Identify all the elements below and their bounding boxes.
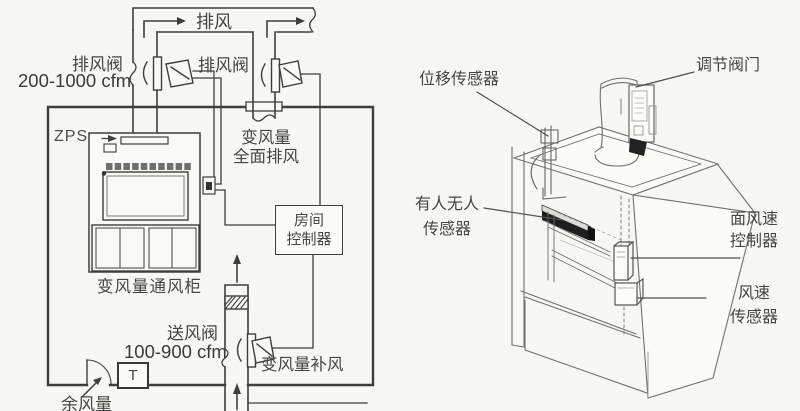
fume-hood-label: 变风量通风柜 xyxy=(97,278,202,296)
general-exhaust-riser xyxy=(245,31,283,122)
fume-hood-front-view xyxy=(88,132,201,273)
duct-open-end xyxy=(252,114,276,122)
supply-flow-arrow-top xyxy=(233,254,241,283)
door-symbol xyxy=(86,359,112,386)
occupancy-sensor-label: 有人无人 传感器 xyxy=(408,192,486,242)
face-velocity-controller-label: 面风速 控制器 xyxy=(726,209,782,253)
displacement-sensor-leader xyxy=(476,91,549,137)
hood-top-slot xyxy=(120,136,169,145)
general-exhaust-line2: 全面排风 xyxy=(233,148,299,166)
velocity-sensor-device xyxy=(614,277,644,306)
supply-flow-arrow-bottom xyxy=(233,383,241,410)
room-controller-line2: 控制器 xyxy=(286,231,332,248)
makeup-air-label: 变风量补风 xyxy=(261,356,344,374)
displacement-sensor-label: 位移传感器 xyxy=(419,71,500,88)
exhaust-valve-1-symbol xyxy=(142,56,194,91)
supply-duct xyxy=(221,284,249,411)
exhaust-valve-2-label: 排风阀 xyxy=(198,56,249,75)
occupancy-sensor-line2: 传感器 xyxy=(422,221,471,238)
supply-valve-label: 送风阀 xyxy=(167,324,218,343)
sash-assembly xyxy=(541,204,624,293)
duct-break-squiggle xyxy=(129,61,137,86)
sash-sensor-device xyxy=(202,176,216,195)
exhaust-flow-arrow-2 xyxy=(266,17,305,38)
thermostat-label: T xyxy=(128,367,138,384)
exhaust-valve-1-range: 200-1000 cfm xyxy=(18,70,132,91)
displacement-sensor-device xyxy=(530,125,567,200)
face-velocity-controller-line1: 面风速 xyxy=(729,211,778,228)
occupancy-sensor-line1: 有人无人 xyxy=(414,196,479,213)
hood-top-arrow xyxy=(108,135,117,142)
hood-top-rim xyxy=(512,126,720,196)
exhaust-flow-arrow-1 xyxy=(143,17,186,38)
zps-label: ZPS xyxy=(54,128,89,145)
residual-air-arrow xyxy=(80,377,102,399)
general-exhaust-line1: 变风量 xyxy=(241,129,291,147)
residual-air-label: 余风量 xyxy=(61,395,112,411)
leader-lines xyxy=(476,71,741,299)
control-valve-label: 调节阀门 xyxy=(696,57,761,74)
hood-sash-window xyxy=(102,171,189,221)
duct-hatch-band xyxy=(224,295,249,310)
exhaust-valve-2-symbol xyxy=(260,58,303,93)
exhaust-valve-1-label: 排风阀 xyxy=(72,55,123,74)
control-wires xyxy=(192,70,321,349)
supply-valve-symbol xyxy=(236,333,275,368)
hood-base-cabinet xyxy=(91,224,200,272)
face-velocity-controller-device xyxy=(613,241,635,281)
hood-small-panel xyxy=(103,143,117,153)
hood-vent-squares xyxy=(106,163,191,170)
velocity-sensor-line1: 风速 xyxy=(737,285,770,302)
hood-exhaust-riser xyxy=(129,29,158,134)
exhaust-main-duct xyxy=(132,7,316,33)
control-valve-leader xyxy=(635,71,695,88)
face-velocity-controller-line2: 控制器 xyxy=(729,233,778,250)
hood-cabinet-body xyxy=(511,146,756,399)
velocity-sensor-label: 风速 传感器 xyxy=(726,282,782,330)
thermostat-box: T xyxy=(117,362,149,389)
supply-valve-range: 100-900 cfm xyxy=(124,341,227,362)
velocity-sensor-line2: 传感器 xyxy=(729,309,778,326)
duct-break-squiggle xyxy=(309,7,316,33)
exhaust-air-label: 排风 xyxy=(196,12,232,32)
room-controller-box: 房间 控制器 xyxy=(275,205,343,255)
occupancy-sensor-leader xyxy=(483,207,563,221)
sash-guide-dashed xyxy=(620,195,630,337)
duct-break-squiggle xyxy=(221,348,229,368)
room-controller-line1: 房间 xyxy=(293,212,324,229)
general-exhaust-label: 变风量 全面排风 xyxy=(206,129,326,167)
